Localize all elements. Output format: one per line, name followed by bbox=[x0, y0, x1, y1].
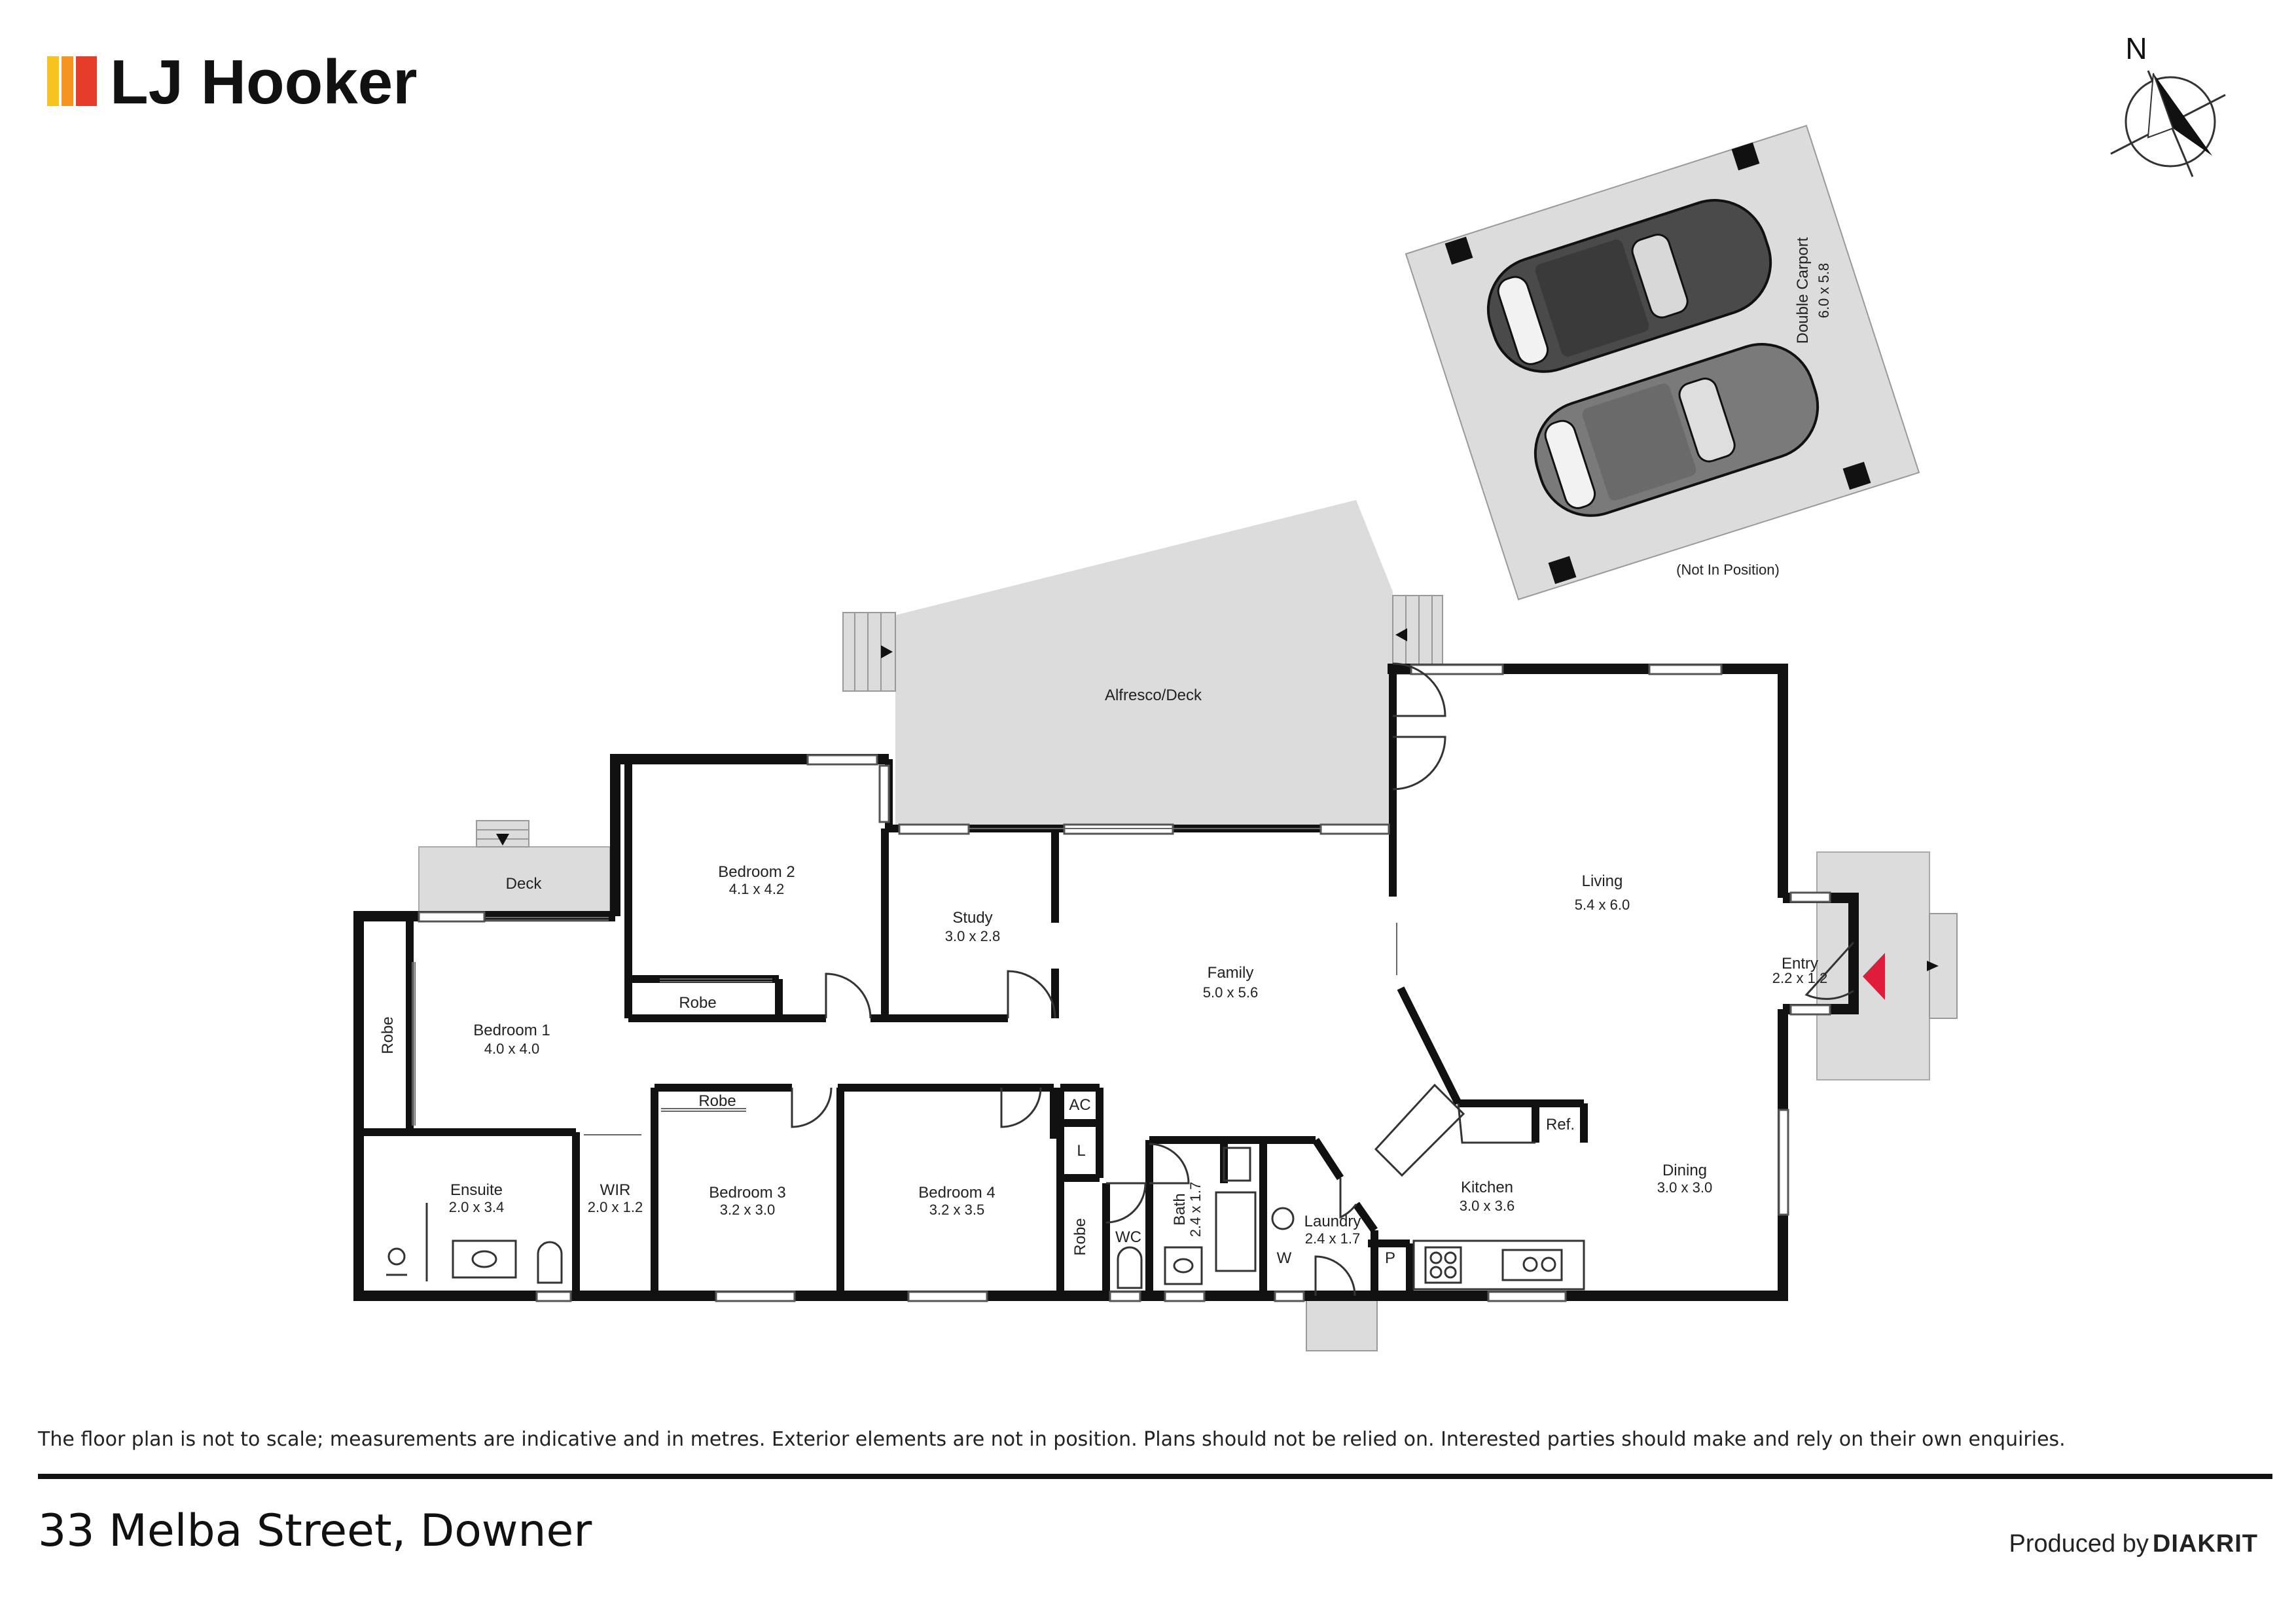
room-bedroom1-dims: 4.0 x 4.0 bbox=[484, 1041, 539, 1057]
floor-plan: LJ Hooker N Double Carport 6.0 x 5.8 bbox=[47, 31, 2226, 1351]
room-dining-name: Dining bbox=[1662, 1162, 1707, 1179]
car-icon bbox=[1486, 199, 1772, 373]
cooktop-icon bbox=[1424, 1246, 1462, 1284]
carport-name: Double Carport bbox=[1794, 237, 1812, 344]
brand-name: LJ Hooker bbox=[110, 47, 417, 117]
north-compass-icon: N bbox=[2110, 31, 2226, 177]
bath-shower-icon bbox=[1223, 1147, 1251, 1182]
room-bedroom1-name: Bedroom 1 bbox=[473, 1022, 550, 1039]
room-deck-name: Deck bbox=[506, 875, 543, 893]
sliding-doors bbox=[412, 828, 1397, 1135]
room-ensuite-dims: 2.0 x 3.4 bbox=[449, 1199, 504, 1215]
footer-divider bbox=[38, 1474, 2272, 1479]
carport-note: (Not In Position) bbox=[1676, 562, 1780, 578]
exterior-walls bbox=[353, 664, 1788, 1301]
room-pantry-name: P bbox=[1385, 1249, 1395, 1267]
alfresco-deck-area bbox=[842, 500, 1443, 826]
room-bedroom2-dims: 4.1 x 4.2 bbox=[729, 881, 784, 897]
carport: Double Carport 6.0 x 5.8 (Not In Positio… bbox=[1405, 124, 1920, 601]
disclaimer-text: The floor plan is not to scale; measurem… bbox=[38, 1428, 2066, 1451]
wc-toilet-icon bbox=[1117, 1246, 1143, 1289]
kitchen-bench bbox=[1374, 1083, 1585, 1291]
room-bath-name: Bath bbox=[1171, 1193, 1189, 1225]
room-washer-name: W bbox=[1277, 1249, 1292, 1267]
room-family-name: Family bbox=[1208, 964, 1254, 982]
windows bbox=[418, 664, 1831, 1302]
shower-icon bbox=[387, 1247, 406, 1266]
deck-area bbox=[418, 820, 611, 916]
room-wir-dims: 2.0 x 1.2 bbox=[588, 1199, 643, 1215]
logo-bar-orange bbox=[62, 56, 73, 106]
kitchen-sink-icon bbox=[1501, 1249, 1563, 1281]
bath-sink-icon bbox=[1164, 1246, 1203, 1285]
room-linen-name: L bbox=[1077, 1142, 1085, 1160]
brand-logo: LJ Hooker bbox=[47, 47, 417, 117]
property-address: 33 Melba Street, Downer bbox=[38, 1505, 592, 1557]
room-labels: Alfresco/Deck Deck Bedroom 2 4.1 x 4.2 R… bbox=[379, 687, 1827, 1267]
logo-bar-yellow bbox=[47, 56, 59, 106]
room-study-name: Study bbox=[952, 909, 992, 927]
carport-dims: 6.0 x 5.8 bbox=[1816, 263, 1832, 318]
room-kitchen-dims: 3.0 x 3.6 bbox=[1460, 1198, 1515, 1214]
producer-name: DIAKRIT bbox=[2152, 1530, 2258, 1558]
room-ac-name: AC bbox=[1069, 1096, 1090, 1114]
room-laundry-name: Laundry bbox=[1304, 1213, 1361, 1230]
room-bedroom2-name: Bedroom 2 bbox=[718, 863, 795, 881]
room-bath-dims: 2.4 x 1.7 bbox=[1187, 1182, 1204, 1237]
compass-north-label: N bbox=[2125, 31, 2147, 65]
room-living-dims: 5.4 x 6.0 bbox=[1575, 897, 1630, 913]
room-alfresco-name: Alfresco/Deck bbox=[1105, 687, 1202, 704]
bathtub-icon bbox=[1215, 1191, 1257, 1272]
toilet-icon bbox=[537, 1241, 563, 1284]
entry-arrow-icon bbox=[1863, 953, 1885, 1000]
hinged-doors bbox=[791, 662, 1855, 1296]
room-laundry-dims: 2.4 x 1.7 bbox=[1305, 1230, 1360, 1247]
room-family-dims: 5.0 x 5.6 bbox=[1203, 984, 1258, 1001]
room-kitchen-name: Kitchen bbox=[1461, 1179, 1513, 1196]
room-entry-dims: 2.2 x 1.2 bbox=[1772, 970, 1827, 986]
room-bedroom3-dims: 3.2 x 3.0 bbox=[720, 1202, 775, 1218]
room-robe-b2-name: Robe bbox=[679, 994, 716, 1012]
car-icon bbox=[1534, 343, 1820, 517]
room-robe-b1-name: Robe bbox=[379, 1016, 397, 1054]
room-entry-name: Entry bbox=[1782, 955, 1818, 972]
room-living-name: Living bbox=[1582, 872, 1623, 890]
entry-porch bbox=[1816, 851, 1958, 1080]
room-bedroom4-name: Bedroom 4 bbox=[918, 1184, 995, 1202]
room-study-dims: 3.0 x 2.8 bbox=[945, 928, 1000, 944]
laundry-step bbox=[1306, 1295, 1378, 1351]
room-wir-name: WIR bbox=[600, 1181, 631, 1199]
room-bedroom4-dims: 3.2 x 3.5 bbox=[929, 1202, 984, 1218]
fixtures bbox=[386, 1147, 1563, 1289]
produced-by-label: Produced by bbox=[2009, 1530, 2149, 1558]
room-bedroom3-name: Bedroom 3 bbox=[709, 1184, 785, 1202]
room-robe-b3-name: Robe bbox=[698, 1092, 736, 1110]
room-ref-name: Ref. bbox=[1546, 1116, 1575, 1133]
room-wc-name: WC bbox=[1115, 1228, 1141, 1246]
laundry-tub-icon bbox=[1271, 1207, 1295, 1230]
logo-bar-red bbox=[76, 56, 97, 106]
room-robe-hall-name: Robe bbox=[1071, 1218, 1089, 1255]
room-dining-dims: 3.0 x 3.0 bbox=[1657, 1179, 1712, 1196]
vanity-sink-icon bbox=[452, 1240, 517, 1279]
room-ensuite-name: Ensuite bbox=[450, 1181, 503, 1199]
